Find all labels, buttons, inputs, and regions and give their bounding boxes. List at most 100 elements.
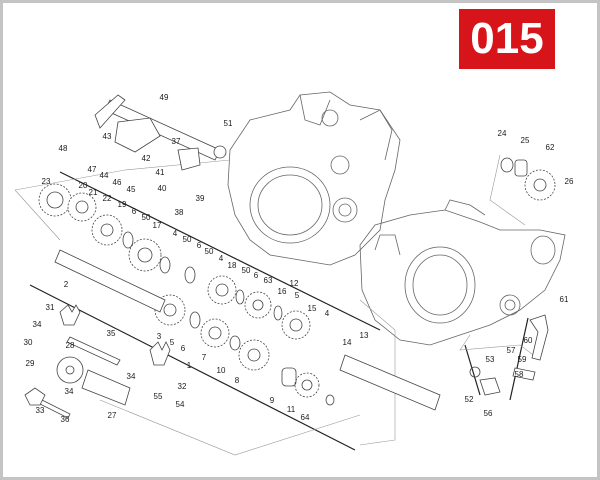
part-callout-55[interactable]: 55 <box>153 392 163 401</box>
part-callout-59[interactable]: 59 <box>517 355 527 364</box>
spring-51-icon <box>213 145 227 159</box>
main-shaft-2-icon <box>54 249 166 313</box>
part-callout-37[interactable]: 37 <box>171 137 181 146</box>
part-callout-57[interactable]: 57 <box>506 346 516 355</box>
part-callout-1[interactable]: 1 <box>186 361 192 370</box>
part-callout-25[interactable]: 25 <box>520 136 530 145</box>
part-callout-20[interactable]: 20 <box>78 181 88 190</box>
part-callout-17[interactable]: 17 <box>152 221 162 230</box>
part-callout-53[interactable]: 53 <box>485 355 495 364</box>
gear-8-icon <box>238 339 270 371</box>
part-callout-6[interactable]: 6 <box>196 241 202 250</box>
sensor-52-icon <box>479 377 501 396</box>
part-callout-18[interactable]: 18 <box>227 261 237 270</box>
part-callout-36[interactable]: 36 <box>60 415 70 424</box>
part-callout-27[interactable]: 27 <box>107 411 117 420</box>
plate-42-icon <box>114 117 161 153</box>
part-callout-34[interactable]: 34 <box>64 387 74 396</box>
gear-20-icon <box>67 192 97 222</box>
part-callout-4[interactable]: 4 <box>218 254 224 263</box>
part-callout-4[interactable]: 4 <box>172 229 178 238</box>
part-callout-5[interactable]: 5 <box>294 291 300 300</box>
part-callout-61[interactable]: 61 <box>559 295 569 304</box>
part-callout-48[interactable]: 48 <box>58 144 68 153</box>
page-number-badge: 015 <box>459 9 555 69</box>
part-callout-13[interactable]: 13 <box>359 331 369 340</box>
part-callout-49[interactable]: 49 <box>159 93 169 102</box>
kick-lever-icon <box>94 94 126 129</box>
gear-18-icon <box>207 275 237 305</box>
ratchet-37-icon <box>177 147 201 171</box>
part-callout-42[interactable]: 42 <box>141 154 151 163</box>
part-callout-10[interactable]: 10 <box>216 366 226 375</box>
part-callout-40[interactable]: 40 <box>157 184 167 193</box>
part-callout-19[interactable]: 19 <box>117 200 127 209</box>
gear-19-icon <box>91 214 123 246</box>
part-callout-34[interactable]: 34 <box>32 320 42 329</box>
part-callout-64[interactable]: 64 <box>300 413 310 422</box>
gear-23-icon <box>38 183 72 217</box>
part-callout-22[interactable]: 22 <box>102 194 112 203</box>
part-callout-30[interactable]: 30 <box>23 338 33 347</box>
part-callout-39[interactable]: 39 <box>195 194 205 203</box>
part-callout-16[interactable]: 16 <box>277 287 287 296</box>
part-callout-50[interactable]: 50 <box>241 266 251 275</box>
part-callout-5[interactable]: 5 <box>169 338 175 347</box>
part-callout-60[interactable]: 60 <box>523 336 533 345</box>
part-callout-31[interactable]: 31 <box>45 303 55 312</box>
part-callout-6[interactable]: 6 <box>180 344 186 353</box>
gear-62-icon <box>524 169 556 201</box>
part-callout-32[interactable]: 32 <box>177 382 187 391</box>
part-callout-3[interactable]: 3 <box>156 332 162 341</box>
part-callout-12[interactable]: 12 <box>289 279 299 288</box>
fork-32-icon <box>149 341 171 366</box>
part-callout-14[interactable]: 14 <box>342 338 352 347</box>
part-callout-23[interactable]: 23 <box>41 177 51 186</box>
part-callout-50[interactable]: 50 <box>204 247 214 256</box>
part-callout-50[interactable]: 50 <box>141 213 151 222</box>
part-callout-56[interactable]: 56 <box>483 409 493 418</box>
part-callout-58[interactable]: 58 <box>514 370 524 379</box>
gear-7-icon <box>200 318 230 348</box>
part-callout-28[interactable]: 28 <box>65 341 75 350</box>
part-callout-54[interactable]: 54 <box>175 400 185 409</box>
gear-17-icon <box>128 238 162 272</box>
part-callout-41[interactable]: 41 <box>155 168 165 177</box>
part-callout-34[interactable]: 34 <box>126 372 136 381</box>
part-callout-52[interactable]: 52 <box>464 395 474 404</box>
kick-arm-icon <box>529 314 549 361</box>
part-callout-43[interactable]: 43 <box>102 132 112 141</box>
part-callout-50[interactable]: 50 <box>182 235 192 244</box>
part-callout-63[interactable]: 63 <box>263 276 273 285</box>
part-callout-45[interactable]: 45 <box>126 185 136 194</box>
part-callout-62[interactable]: 62 <box>545 143 555 152</box>
selector-rod-35-icon <box>66 336 121 366</box>
countershaft-13-icon <box>339 354 441 411</box>
part-callout-6[interactable]: 6 <box>131 207 137 216</box>
part-callout-6[interactable]: 6 <box>253 271 259 280</box>
shift-drum-27-icon <box>81 369 131 406</box>
part-callout-7[interactable]: 7 <box>201 353 207 362</box>
gear-11-icon <box>294 372 320 398</box>
part-callout-46[interactable]: 46 <box>112 178 122 187</box>
gear-15-icon <box>281 310 311 340</box>
part-callout-11[interactable]: 11 <box>286 405 296 414</box>
part-callout-47[interactable]: 47 <box>87 165 97 174</box>
part-callout-24[interactable]: 24 <box>497 129 507 138</box>
part-callout-9[interactable]: 9 <box>269 396 275 405</box>
part-callout-33[interactable]: 33 <box>35 406 45 415</box>
part-callout-8[interactable]: 8 <box>234 376 240 385</box>
part-callout-15[interactable]: 15 <box>307 304 317 313</box>
gear-63-icon <box>244 291 272 319</box>
right-crankcase-icon <box>359 199 566 346</box>
part-callout-4[interactable]: 4 <box>324 309 330 318</box>
part-callout-51[interactable]: 51 <box>223 119 233 128</box>
part-callout-35[interactable]: 35 <box>106 329 116 338</box>
part-callout-26[interactable]: 26 <box>564 177 574 186</box>
part-callout-44[interactable]: 44 <box>99 171 109 180</box>
part-callout-21[interactable]: 21 <box>88 188 98 197</box>
part-callout-38[interactable]: 38 <box>174 208 184 217</box>
part-callout-29[interactable]: 29 <box>25 359 35 368</box>
part-callout-2[interactable]: 2 <box>63 280 69 289</box>
